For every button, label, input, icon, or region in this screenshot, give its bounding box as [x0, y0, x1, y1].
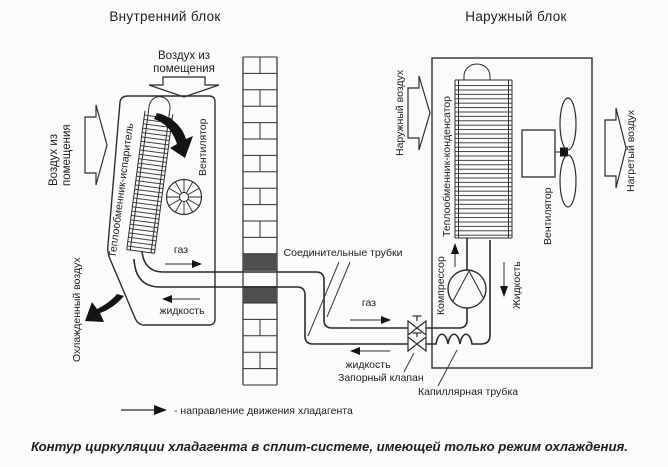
fan-hub	[560, 147, 568, 157]
shutoff-valve-leader	[403, 352, 415, 373]
cooled-air-arrow	[85, 294, 124, 322]
capillary-leader	[437, 349, 458, 387]
indoor-fan-label: Вентилятор	[197, 118, 209, 176]
outdoor-liquid-label: жидкость	[345, 359, 391, 371]
outdoor-air-label: Наружный воздух	[394, 69, 406, 156]
legend: - направление движения хладагента	[121, 405, 353, 417]
outdoor-gas-label: газ	[362, 297, 376, 309]
air-from-room-left-label-line1: Воздух из	[48, 134, 60, 186]
air-from-room-top-label-line1: Воздух из	[158, 50, 210, 62]
outdoor-fan	[521, 97, 577, 208]
indoor-fan	[165, 178, 203, 216]
capillary-tube-coil	[426, 240, 491, 345]
air-from-room-left-label-line2: помещения	[61, 124, 73, 186]
legend-arrow	[154, 405, 167, 415]
cooled-air-label: Охлажденный воздух	[71, 257, 83, 362]
liquid-shutoff-valve	[407, 332, 427, 353]
outdoor-fan-label: Вентилятор	[542, 187, 554, 245]
indoor-gas-label: газ	[174, 244, 188, 256]
outdoor-unit-outline	[431, 57, 593, 369]
wall-plug-gas	[243, 253, 277, 271]
liquid-down-arrow	[500, 262, 508, 297]
gas-shutoff-valve	[407, 315, 427, 337]
liquid-flow-label: Жидкость	[511, 261, 523, 309]
air-in-top-arrow	[148, 76, 220, 98]
compressor-label: Компрессор	[435, 256, 447, 315]
legend-text: - направление движения хладагента	[174, 405, 353, 417]
indoor-liquid-flow-arrow	[162, 295, 200, 303]
condenser-top-bend	[463, 63, 491, 80]
heated-air-arrow	[604, 107, 627, 189]
gas-pipe	[141, 250, 408, 329]
brick-wall	[242, 56, 278, 386]
refrigerant-pipes: Соединительные трубки газ жидкость Запор…	[133, 247, 427, 384]
indoor-unit-outline	[107, 95, 216, 326]
outdoor-unit: Наружный воздух Нагретый воздух Теплообм…	[394, 57, 637, 398]
condenser-coil	[454, 63, 513, 239]
fan-blade-top	[559, 97, 577, 151]
shutoff-valve-label: Запорный клапан	[338, 372, 424, 384]
indoor-gas-flow-arrow	[165, 260, 202, 268]
connecting-tubes-leader-1	[307, 261, 340, 337]
outdoor-unit-title: Наружный блок	[465, 9, 566, 24]
evaporator-top-bend	[147, 96, 171, 116]
suction-pipe	[426, 308, 468, 329]
connecting-tubes-label: Соединительные трубки	[284, 247, 403, 259]
outdoor-air-arrow	[407, 75, 431, 151]
fan-motor	[521, 129, 556, 178]
indoor-unit-title: Внутренний блок	[109, 9, 220, 24]
outdoor-liquid-flow-arrow	[350, 347, 390, 355]
capillary-tube-label: Капиллярная трубка	[418, 386, 518, 398]
indoor-liquid-label: жидкость	[159, 305, 205, 317]
fan-blade-bottom	[559, 154, 577, 208]
liquid-pipe	[133, 258, 408, 345]
condenser-label: Теплообменник-конденсатор	[441, 96, 453, 237]
figure-caption: Контур циркуляции хладагента в сплит-сис…	[31, 439, 628, 454]
outdoor-gas-flow-arrow	[350, 316, 391, 324]
wall-plug-liquid	[243, 286, 277, 303]
airflow-curved-arrow	[154, 113, 193, 158]
indoor-unit: Воздух из помещения Воздух из помещения …	[48, 50, 220, 362]
air-in-left-arrow	[84, 104, 108, 186]
connecting-tubes-leader-2	[326, 261, 351, 318]
heated-air-label: Нагретый воздух	[625, 109, 637, 192]
air-from-room-top-label-line2: помещения	[153, 63, 215, 75]
compressor-discharge-arrow	[451, 243, 459, 267]
